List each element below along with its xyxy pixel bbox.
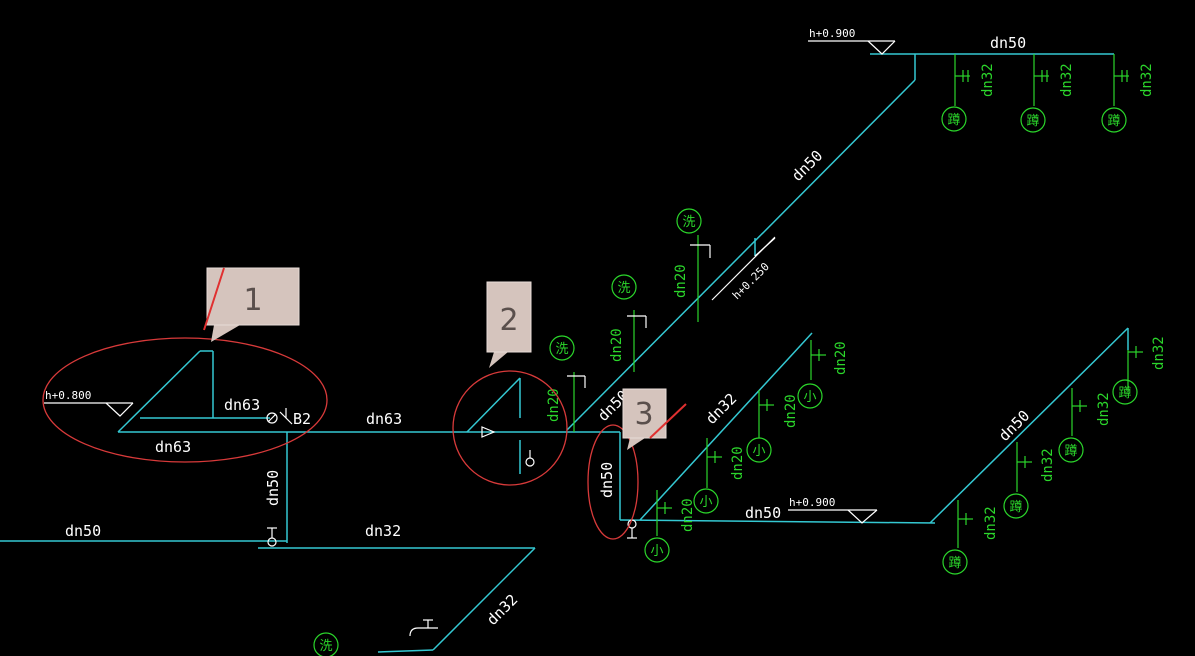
red-arrow-1 [203, 267, 225, 331]
highlight-ring-1 [42, 337, 328, 463]
toilet-glyph-5: 蹲 [1064, 444, 1077, 459]
tap-bottom-icon [409, 627, 438, 637]
urinal-glyph-4: 小 [650, 544, 663, 559]
valve-c2-icon [525, 457, 535, 467]
label-mid-riser-1: dn20 [833, 341, 849, 375]
callout-3: 3 [622, 388, 687, 450]
elevation-left: h+0.800 [45, 389, 91, 402]
urinal-branch-4 [644, 490, 672, 563]
washbasin-glyph-3: 洗 [555, 342, 568, 357]
pipe-labels: h+0.900 dn50 dn32 dn32 dn32 dn50 h+0.250… [45, 27, 1167, 629]
elevation-triangle-bottom [847, 509, 878, 524]
valve-bottom-left-icon [267, 537, 277, 547]
valves [266, 408, 637, 637]
elevation-top-right: h+0.900 [809, 27, 855, 40]
urinal-branch-1 [797, 340, 826, 409]
callout-number-1: 1 [243, 283, 262, 318]
pipe-network [0, 53, 1129, 653]
valve-b2-circle [266, 412, 278, 424]
label-bottom-mid: dn32 [365, 522, 401, 540]
callout-box-1 [206, 267, 300, 326]
callout-box-2 [486, 281, 532, 353]
label-bottom-main: dn50 [745, 504, 781, 522]
highlight-rings [42, 337, 639, 540]
label-right-dn32-3: dn32 [1040, 448, 1056, 482]
label-bottom-diag: dn32 [483, 591, 521, 629]
red-arrow-3 [649, 403, 687, 439]
elevation-bottom-right: h+0.900 [789, 496, 835, 509]
toilet-glyph-2: 蹲 [1026, 114, 1039, 129]
pipe-left-diag [117, 350, 201, 433]
toilet-branch-2 [1058, 388, 1087, 463]
pipe-bottom-diag [432, 547, 536, 651]
label-mid-riser-3: dn20 [730, 446, 746, 480]
label-top-main: dn50 [990, 34, 1026, 52]
urinal-branch-3 [693, 438, 722, 514]
fixture-glyphs: 蹲 蹲 蹲 洗 洗 洗 小 小 小 小 蹲 蹲 蹲 蹲 洗 [319, 113, 1131, 654]
urinal-glyph-1: 小 [803, 390, 816, 405]
elevation-triangle-top [867, 40, 896, 55]
pipe-bottom-tail [377, 649, 434, 653]
elevation-markers [44, 40, 896, 524]
label-left-lower: dn63 [155, 438, 191, 456]
check-valve-icon [481, 426, 496, 438]
washbasin-glyph-2: 洗 [617, 281, 630, 296]
label-riser-b: dn20 [609, 328, 625, 362]
urinal-glyph-2: 小 [752, 444, 765, 459]
toilet-branch-1 [1112, 346, 1143, 405]
urinal-branch-2 [746, 390, 774, 463]
elevation-mid-mark [754, 237, 776, 257]
highlight-ring-2 [452, 370, 568, 486]
urinal-glyph-3: 小 [699, 495, 712, 510]
washbasin-glyph-4: 洗 [319, 639, 332, 654]
pipe-bottom-main [619, 519, 936, 524]
callout-1: 1 [203, 267, 300, 342]
label-left-upper: dn63 [224, 396, 260, 414]
callout-2: 2 [486, 281, 532, 368]
label-diag-main: dn50 [788, 147, 826, 185]
fixture-branch-3 [1101, 54, 1129, 133]
pipe-c2-diag [466, 377, 521, 433]
washbasin-riser-2 [611, 274, 647, 372]
callout-number-2: 2 [499, 303, 518, 338]
fixture-network [313, 54, 1143, 656]
toilet-glyph-7: 蹲 [948, 556, 961, 571]
label-right-dn32-1: dn32 [1151, 336, 1167, 370]
label-mid-riser-2: dn20 [783, 394, 799, 428]
label-bottom-left: dn50 [65, 522, 101, 540]
elevation-mid: h+0.250 [730, 260, 772, 302]
label-riser-a: dn20 [673, 264, 689, 298]
label-vert-c3: dn50 [598, 462, 616, 498]
label-tag-b2: B2 [293, 410, 311, 428]
toilet-glyph-4: 蹲 [1118, 386, 1131, 401]
washbasin-glyph-1: 洗 [682, 215, 695, 230]
fixture-branch-1 [941, 54, 970, 132]
fixture-branch-2 [1020, 54, 1049, 133]
pipe-diag-main [566, 79, 916, 431]
toilet-glyph-6: 蹲 [1009, 500, 1022, 515]
washbasin-bottom [313, 632, 339, 656]
pipe-mid-diag [639, 332, 813, 521]
label-main-mid: dn63 [366, 410, 402, 428]
label-top-branch-c: dn32 [1139, 63, 1155, 97]
elevation-triangle-left [105, 402, 134, 417]
callout-number-3: 3 [634, 397, 653, 432]
label-mid-riser-4: dn20 [680, 498, 696, 532]
pipe-right-diag [929, 327, 1129, 524]
toilet-branch-4 [942, 500, 973, 575]
toilet-glyph-1: 蹲 [947, 113, 960, 128]
label-mid-diag: dn32 [702, 390, 740, 428]
highlight-ring-3 [587, 424, 639, 540]
label-right-dn32-4: dn32 [983, 506, 999, 540]
label-down-left: dn50 [264, 470, 282, 506]
label-right-dn32-2: dn32 [1096, 392, 1112, 426]
toilet-branch-3 [1003, 442, 1032, 519]
toilet-glyph-3: 蹲 [1107, 114, 1120, 129]
label-top-branch-b: dn32 [1059, 63, 1075, 97]
label-top-branch-a: dn32 [980, 63, 996, 97]
washbasin-riser-1 [676, 208, 711, 322]
washbasin-riser-3 [549, 335, 586, 432]
label-riser-c: dn20 [546, 388, 562, 422]
